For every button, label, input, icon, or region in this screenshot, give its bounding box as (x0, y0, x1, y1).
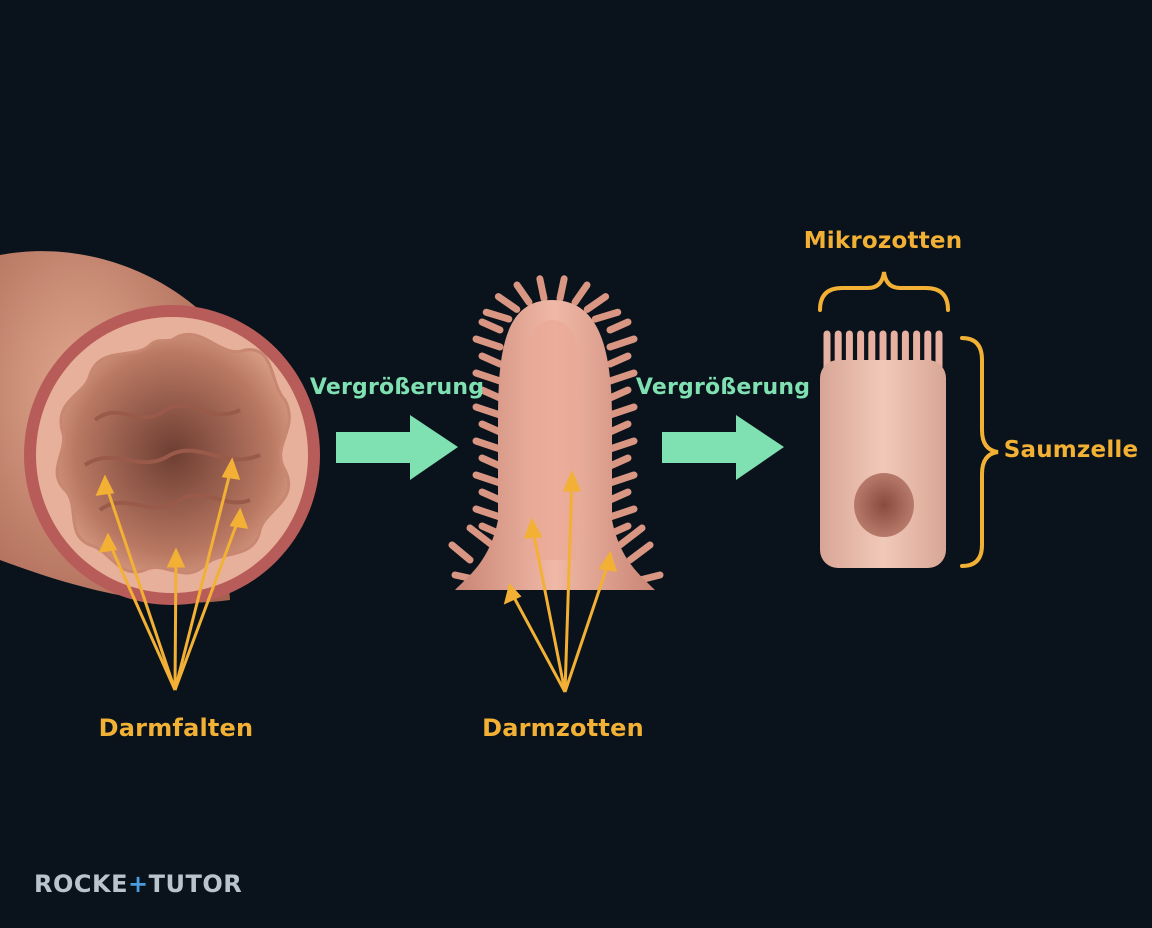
arrowhead (503, 582, 522, 605)
pointer-arrow (563, 477, 574, 693)
villus-spike (606, 505, 638, 521)
villus-spike (583, 293, 610, 313)
arrowhead (98, 532, 118, 553)
villus-spike (472, 437, 504, 453)
villus-spike (616, 524, 646, 549)
rockettutor-logo: ROCKE+TUTOR (34, 870, 242, 898)
arrowhead (229, 507, 249, 529)
arrowhead (598, 550, 618, 572)
cell-nucleus (854, 473, 914, 537)
villus-spike (606, 471, 638, 487)
villus-spike (606, 437, 638, 453)
pointer-arrow (103, 481, 177, 691)
logo-plus-mark: + (128, 870, 149, 898)
villus-spike (606, 386, 632, 402)
villus-spike (513, 281, 533, 306)
villus-core (524, 320, 582, 560)
darmfalten-label: Darmfalten (98, 714, 254, 742)
pointer-arrow (530, 524, 567, 693)
darmfalten-pointer-arrows (95, 457, 249, 691)
villus-spike (606, 403, 638, 419)
arrowhead (221, 457, 241, 480)
darmzotten-pointer-arrows (503, 470, 618, 693)
villus-spike (472, 369, 504, 385)
logo-text-right: TUTOR (148, 870, 243, 898)
villus-spike (478, 352, 504, 368)
pointer-arrow (563, 557, 612, 693)
villus-spike (626, 541, 654, 564)
mikrozotten-label: Mikrozotten (803, 228, 963, 254)
villus-spike (606, 335, 638, 351)
villus-spike (606, 369, 638, 385)
villus-spike (472, 505, 504, 521)
villus-spike (536, 275, 548, 302)
magnification-arrow-1 (336, 415, 458, 480)
villus-spike (606, 420, 632, 436)
pointer-arrow (106, 539, 177, 691)
arrowhead (95, 474, 115, 496)
villus-spike (571, 281, 591, 306)
intestine-tube-illustration (0, 251, 320, 605)
villus-spike (478, 454, 504, 470)
villus-spike (591, 308, 622, 323)
villus-spike (478, 386, 504, 402)
arrowhead (562, 470, 582, 492)
magnification-label-1: Vergrößerung (309, 375, 485, 400)
villus-spike (606, 352, 632, 368)
pointer-arrow (173, 514, 242, 691)
pointer-arrow (508, 589, 567, 693)
villus-spike (482, 308, 513, 323)
saumzelle-brace (960, 336, 999, 568)
villus-spike (448, 541, 474, 564)
darmzotten-label: Darmzotten (482, 714, 644, 742)
cell-body (820, 360, 946, 568)
villus-spike (472, 335, 504, 351)
arrowhead (523, 517, 543, 539)
villus-illustration (448, 275, 664, 590)
villus-spike (472, 471, 504, 487)
villus-spike (472, 403, 504, 419)
villus-microprojections (448, 275, 664, 584)
villus-spike (478, 488, 504, 504)
villus-spike (478, 420, 504, 436)
enterocyte-illustration (820, 330, 946, 568)
mikrozotten-brace (818, 271, 950, 312)
logo-text-left: ROCKE (34, 870, 128, 898)
magnification-label-2: Vergrößerung (635, 375, 811, 400)
fold-ridge (98, 493, 251, 512)
villus-spike (556, 275, 568, 302)
villus-spike (606, 318, 632, 334)
pointer-arrow (173, 554, 178, 691)
villus-spike (606, 488, 632, 504)
fold-ridge (83, 448, 261, 467)
villus-spike (478, 318, 504, 334)
arrowhead (166, 547, 186, 568)
saumzelle-label: Saumzelle (1003, 437, 1139, 463)
magnification-arrow-2 (662, 415, 784, 480)
villus-spike (606, 454, 632, 470)
pointer-arrow (173, 464, 234, 691)
villus-spike (494, 293, 521, 313)
villus-spike (466, 524, 496, 549)
fold-ridge (93, 403, 241, 422)
